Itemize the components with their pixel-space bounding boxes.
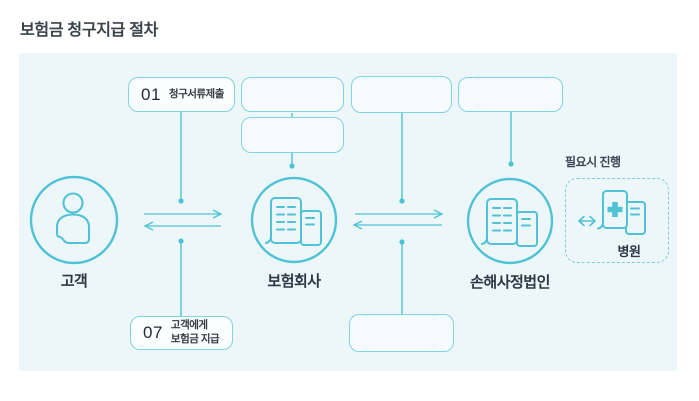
flow-connectors bbox=[180, 112, 512, 316]
step-label: 청구서류제출 bbox=[168, 87, 224, 100]
hospital-optional-note: 필요시 진행 bbox=[565, 155, 621, 169]
exchange-arrows-insurer-adjuster bbox=[352, 209, 444, 230]
connector-dots bbox=[178, 161, 514, 245]
adjuster-circle bbox=[466, 177, 554, 265]
flow-box-empty-sub bbox=[241, 117, 344, 153]
flow-box-empty-bottom bbox=[349, 314, 454, 352]
customer-circle bbox=[29, 175, 119, 265]
flow-diagram-graphics bbox=[29, 112, 646, 316]
step-label: 고객에게 보험금 지급 bbox=[170, 319, 220, 345]
hospital-card-icon bbox=[597, 190, 646, 235]
hospital-optional-box bbox=[565, 178, 669, 263]
person-icon bbox=[55, 192, 91, 245]
customer-label: 고객 bbox=[60, 273, 88, 290]
insurer-label: 보험회사 bbox=[267, 273, 321, 290]
double-arrow-icon bbox=[578, 215, 596, 227]
step-number: 07 bbox=[143, 323, 163, 342]
documents-icon bbox=[480, 198, 538, 247]
hospital-label: 병원 bbox=[617, 244, 641, 259]
page-title: 보험금 청구지급 절차 bbox=[20, 22, 159, 39]
diagram-panel: 01 청구서류제출 07 고객에게 보험금 지급 고객 보험회사 손해사정법인 … bbox=[19, 53, 677, 371]
flow-box-empty-top-3 bbox=[458, 77, 563, 112]
documents-icon bbox=[264, 197, 322, 246]
flow-box-empty-top-2 bbox=[351, 76, 452, 113]
step-box-01: 01 청구서류제출 bbox=[128, 77, 235, 112]
step-number: 01 bbox=[141, 84, 161, 104]
plus-cross-icon bbox=[607, 202, 623, 217]
insurer-circle bbox=[250, 176, 338, 264]
adjuster-label: 손해사정법인 bbox=[470, 274, 550, 291]
exchange-arrows-customer-insurer bbox=[143, 209, 223, 231]
flow-box-empty-top-1 bbox=[241, 77, 344, 112]
step-box-07: 07 고객에게 보험금 지급 bbox=[130, 316, 233, 350]
